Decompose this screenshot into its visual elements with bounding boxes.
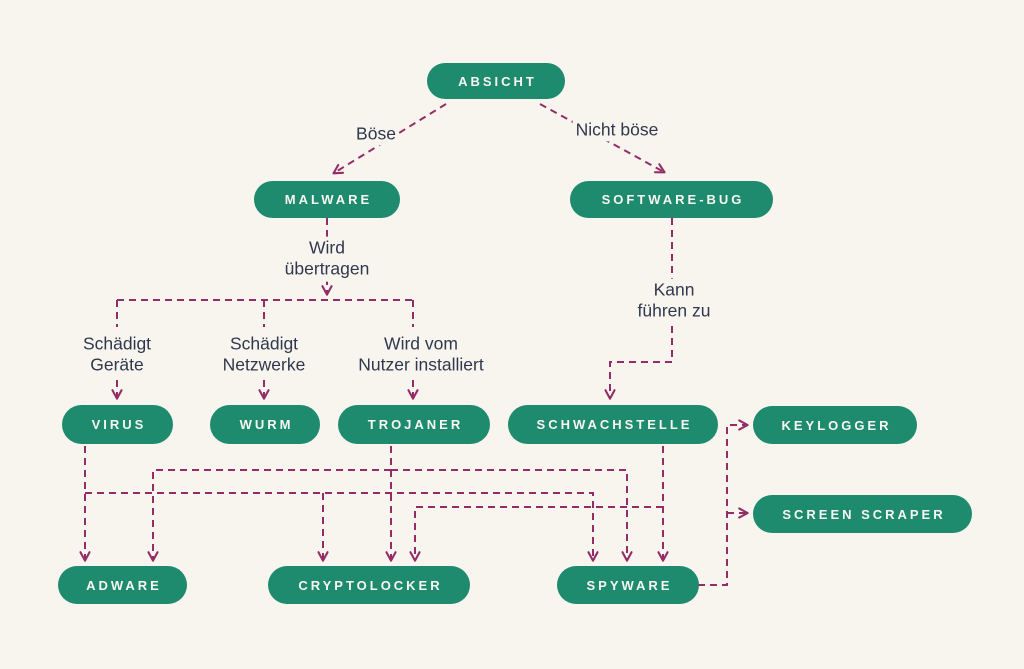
edge-label-kann-fuehren-zu: Kann führen zu xyxy=(634,278,714,324)
node-software-bug: SOFTWARE-BUG xyxy=(570,181,773,218)
edge-label-nicht-boese: Nicht böse xyxy=(572,118,662,142)
node-absicht: ABSICHT xyxy=(427,63,565,99)
edge-label-boese: Böse xyxy=(353,122,399,146)
node-trojaner: TROJANER xyxy=(338,405,490,444)
edge-label-wird-uebertragen: Wird übertragen xyxy=(281,236,373,282)
edge-label-schaedigt-geraete: Schädigt Geräte xyxy=(79,332,155,378)
node-cryptolocker: CRYPTOLOCKER xyxy=(268,566,470,604)
node-schwachstelle: SCHWACHSTELLE xyxy=(508,405,718,444)
edge-trojaner-adware xyxy=(147,469,391,562)
node-malware: MALWARE xyxy=(254,181,400,218)
edge-trojaner-spyware xyxy=(391,469,633,562)
node-adware: ADWARE xyxy=(58,566,187,604)
edge-spyware-keylogger xyxy=(698,419,749,586)
edge-label-schaedigt-netzwerke: Schädigt Netzwerke xyxy=(219,332,309,378)
node-wurm: WURM xyxy=(210,405,320,444)
node-screen-scraper: SCREEN SCRAPER xyxy=(753,495,972,533)
node-keylogger: KEYLOGGER xyxy=(753,406,917,444)
edge-virus-spyware xyxy=(85,492,599,562)
edge-schwachstelle-cryptolocker xyxy=(409,506,663,562)
node-virus: VIRUS xyxy=(62,405,173,444)
node-spyware: SPYWARE xyxy=(557,566,699,604)
edge-label-wird-vom-nutzer-installiert: Wird vom Nutzer installiert xyxy=(355,332,487,378)
